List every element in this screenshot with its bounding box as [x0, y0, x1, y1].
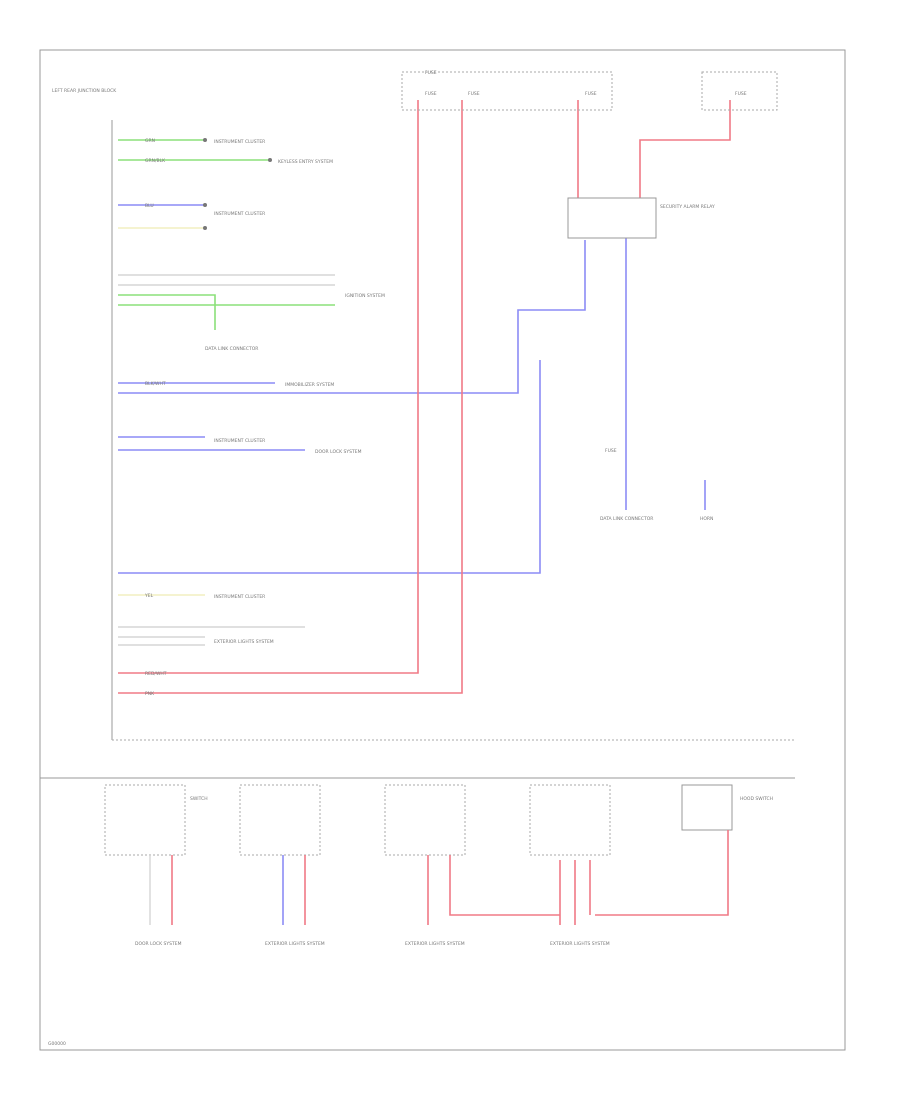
- connector-label: DATA LINK CONNECTOR: [205, 346, 258, 352]
- diagram-border: [39, 49, 846, 1051]
- connector-label: DATA LINK CONNECTOR: [600, 516, 653, 522]
- fuse-label: FUSE: [735, 91, 747, 97]
- fuse-label: FUSE: [468, 91, 480, 97]
- fuse-box: [401, 71, 613, 111]
- footer-code: G00000: [48, 1041, 66, 1047]
- fuse-label: FUSE: [425, 70, 437, 76]
- wire-label: RED/WHT: [145, 671, 167, 677]
- bottom-switches: [104, 784, 733, 925]
- system-label: EXTERIOR LIGHTS SYSTEM: [405, 941, 465, 947]
- module-label: LEFT REAR JUNCTION BLOCK: [52, 88, 117, 94]
- wire-label: BLK/WHT: [145, 381, 166, 387]
- system-label: INSTRUMENT CLUSTER: [214, 594, 265, 600]
- system-label: INSTRUMENT CLUSTER: [214, 211, 265, 217]
- wire-label: PNK: [145, 691, 155, 697]
- fuse-label: FUSE: [605, 448, 617, 454]
- system-label: EXTERIOR LIGHTS SYSTEM: [550, 941, 610, 947]
- module-wires: [118, 100, 731, 694]
- fuse-box: [701, 71, 778, 111]
- wire-label: YEL: [144, 593, 154, 599]
- switch-label: SWITCH: [190, 796, 208, 802]
- system-label: EXTERIOR LIGHTS SYSTEM: [214, 639, 274, 645]
- relay-label: SECURITY ALARM RELAY: [660, 204, 715, 210]
- horn-label: HORN: [700, 516, 713, 522]
- wire-label: GRN: [145, 138, 155, 144]
- system-label: DOOR LOCK SYSTEM: [315, 449, 362, 455]
- wire-label: BLU: [145, 203, 154, 209]
- security-relay: [567, 197, 657, 239]
- fuse-label: FUSE: [425, 91, 437, 97]
- system-label: KEYLESS ENTRY SYSTEM: [278, 159, 333, 165]
- system-label: INSTRUMENT CLUSTER: [214, 139, 265, 145]
- system-label: IMMOBILIZER SYSTEM: [285, 382, 334, 388]
- wire-label: GRN/BLK: [145, 158, 166, 164]
- fuse-label: FUSE: [585, 91, 597, 97]
- system-label: IGNITION SYSTEM: [345, 293, 385, 299]
- system-label: DOOR LOCK SYSTEM: [135, 941, 182, 947]
- system-label: INSTRUMENT CLUSTER: [214, 438, 265, 444]
- switch-label: HOOD SWITCH: [740, 796, 773, 802]
- system-label: EXTERIOR LIGHTS SYSTEM: [265, 941, 325, 947]
